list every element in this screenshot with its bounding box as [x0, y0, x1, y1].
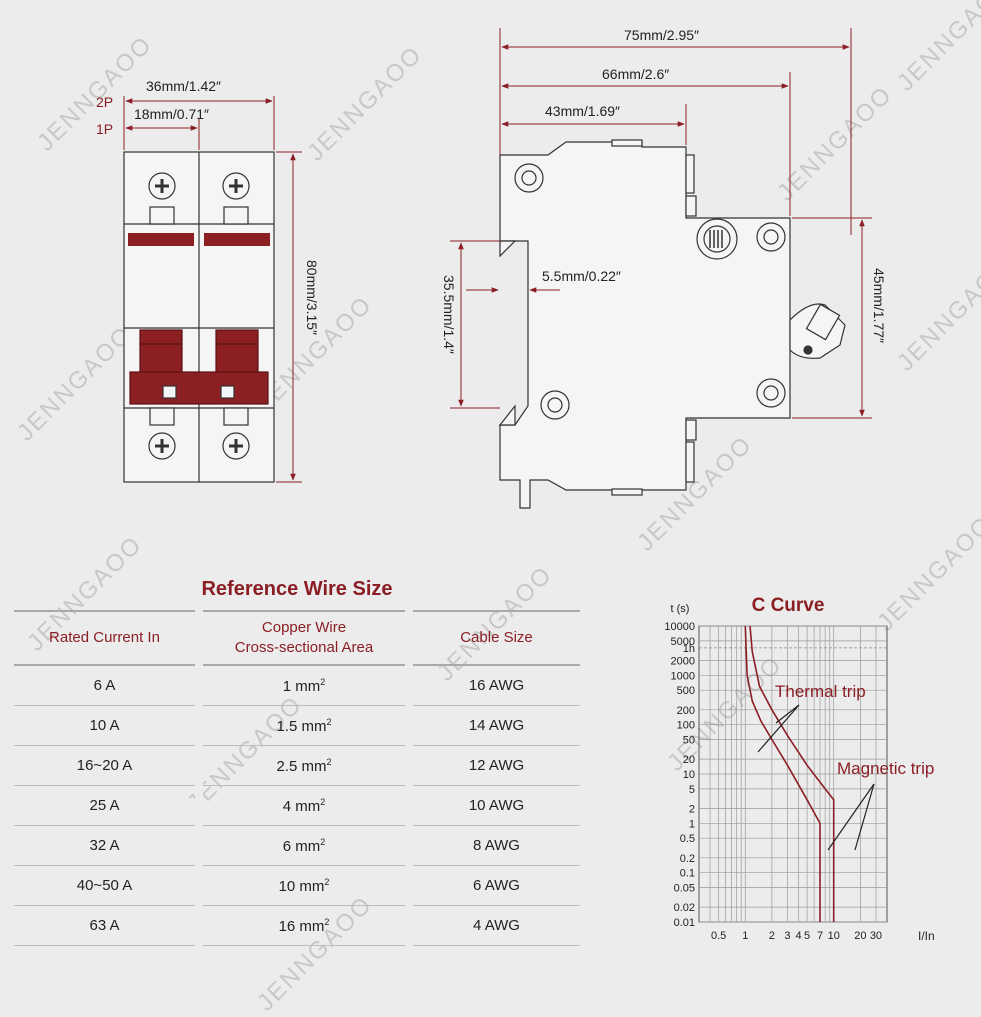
dimension-drawing: 2P 1P 36mm/1.42″ 18mm/0.71″ 80mm/3.15″	[96, 27, 887, 509]
x-tick-label: 4	[795, 930, 801, 942]
annotation-pointer	[854, 783, 875, 851]
x-tick-label: 7	[817, 930, 823, 942]
side-view	[498, 139, 846, 509]
header-cable-size: Cable Size	[409, 610, 580, 666]
y-tick-label: 10000	[664, 621, 695, 633]
header-copper-wire-line2: Cross-sectional Area	[234, 639, 374, 656]
table-title: Reference Wire Size	[201, 578, 393, 600]
header-rated-current: Rated Current In	[14, 610, 203, 666]
y-tick-label: 500	[677, 685, 695, 697]
dim-width-1p: 18mm/0.71″	[134, 106, 209, 122]
cell-area: 16 mm2	[199, 905, 413, 946]
header-copper-wire: Copper Wire Cross-sectional Area	[199, 610, 413, 666]
x-tick-label: 20	[854, 930, 866, 942]
x-tick-label: 2	[769, 930, 775, 942]
dim-depth-75: 75mm/2.95″	[624, 27, 699, 43]
cell-current: 16~20 A	[14, 745, 203, 786]
x-axis-label: I/In	[918, 929, 935, 943]
chart-series	[744, 625, 835, 922]
y-tick-label: 2	[689, 803, 695, 815]
x-tick-label: 1	[742, 930, 748, 942]
cell-cable: 6 AWG	[409, 865, 580, 906]
header-copper-wire-line1: Copper Wire	[261, 619, 347, 636]
label-1p: 1P	[96, 121, 113, 137]
x-tick-label: 3	[784, 930, 790, 942]
dim-rail-height: 35.5mm/1.4″	[441, 275, 457, 354]
cell-area: 1.5 mm2	[199, 705, 413, 746]
cell-cable: 14 AWG	[409, 705, 580, 746]
y-tick-label: 200	[677, 705, 695, 717]
y-tick-label: 20	[683, 754, 695, 766]
table-header-row: Rated Current In Copper Wire Cross-secti…	[14, 610, 580, 666]
y-axis-label: t (s)	[671, 603, 690, 615]
c-curve-chart: C Curve t (s) I/In 1000050001h2000100050…	[664, 595, 935, 943]
curve-line	[749, 625, 835, 922]
dim-width-2p: 36mm/1.42″	[146, 78, 221, 94]
y-tick-label: 0.01	[674, 917, 695, 929]
chart-title: C Curve	[752, 595, 825, 616]
y-tick-label: 0.5	[680, 833, 695, 845]
cell-cable: 4 AWG	[409, 905, 580, 946]
y-tick-label: 10	[683, 769, 695, 781]
cell-cable: 8 AWG	[409, 825, 580, 866]
x-tick-label: 30	[870, 930, 882, 942]
y-tick-label: 0.2	[680, 853, 695, 865]
dim-depth-43: 43mm/1.69″	[545, 103, 620, 119]
cell-current: 6 A	[14, 665, 203, 706]
cell-current: 25 A	[14, 785, 203, 826]
cell-cable: 10 AWG	[409, 785, 580, 826]
dim-rail-gap: 5.5mm/0.22″	[542, 268, 621, 284]
annotation-magnetic-trip: Magnetic trip	[837, 759, 934, 778]
x-tick-label: 5	[804, 930, 810, 942]
y-tick-label: 2000	[671, 655, 695, 667]
cell-current: 32 A	[14, 825, 203, 866]
y-tick-label: 0.05	[674, 883, 695, 895]
x-tick-label: 10	[828, 930, 840, 942]
chart-grid	[698, 625, 888, 923]
y-tick-label: 0.02	[674, 902, 695, 914]
cell-area: 4 mm2	[199, 785, 413, 826]
cell-area: 10 mm2	[199, 865, 413, 906]
cell-current: 10 A	[14, 705, 203, 746]
y-tick-label: 0.1	[680, 868, 695, 880]
y-tick-label: 1	[689, 818, 695, 830]
wire-size-table: Reference Wire Size Rated Current In Cop…	[14, 576, 580, 946]
annotation-pointer	[757, 704, 800, 753]
cell-cable: 12 AWG	[409, 745, 580, 786]
annotation-pointer	[775, 704, 800, 724]
label-2p: 2P	[96, 94, 113, 110]
y-tick-label: 5	[689, 784, 695, 796]
cell-current: 40~50 A	[14, 865, 203, 906]
cell-area: 1 mm2	[199, 665, 413, 706]
y-tick-label: 5000	[671, 636, 695, 648]
y-tick-label: 1000	[671, 670, 695, 682]
cell-current: 63 A	[14, 905, 203, 946]
annotation-thermal-trip: Thermal trip	[775, 682, 866, 701]
y-tick-label: 100	[677, 720, 695, 732]
curve-line	[744, 625, 821, 922]
x-tick-label: 0.5	[711, 930, 726, 942]
cell-area: 2.5 mm2	[199, 745, 413, 786]
dim-height-80: 80mm/3.15″	[304, 260, 320, 335]
dim-front-height: 45mm/1.77″	[871, 268, 887, 343]
cell-area: 6 mm2	[199, 825, 413, 866]
cell-cable: 16 AWG	[409, 665, 580, 706]
dim-depth-66: 66mm/2.6″	[602, 66, 669, 82]
y-tick-label: 50	[683, 735, 695, 747]
y-tick-label: 1h	[683, 643, 695, 655]
annotation-pointer	[827, 783, 875, 851]
front-view	[123, 151, 275, 483]
